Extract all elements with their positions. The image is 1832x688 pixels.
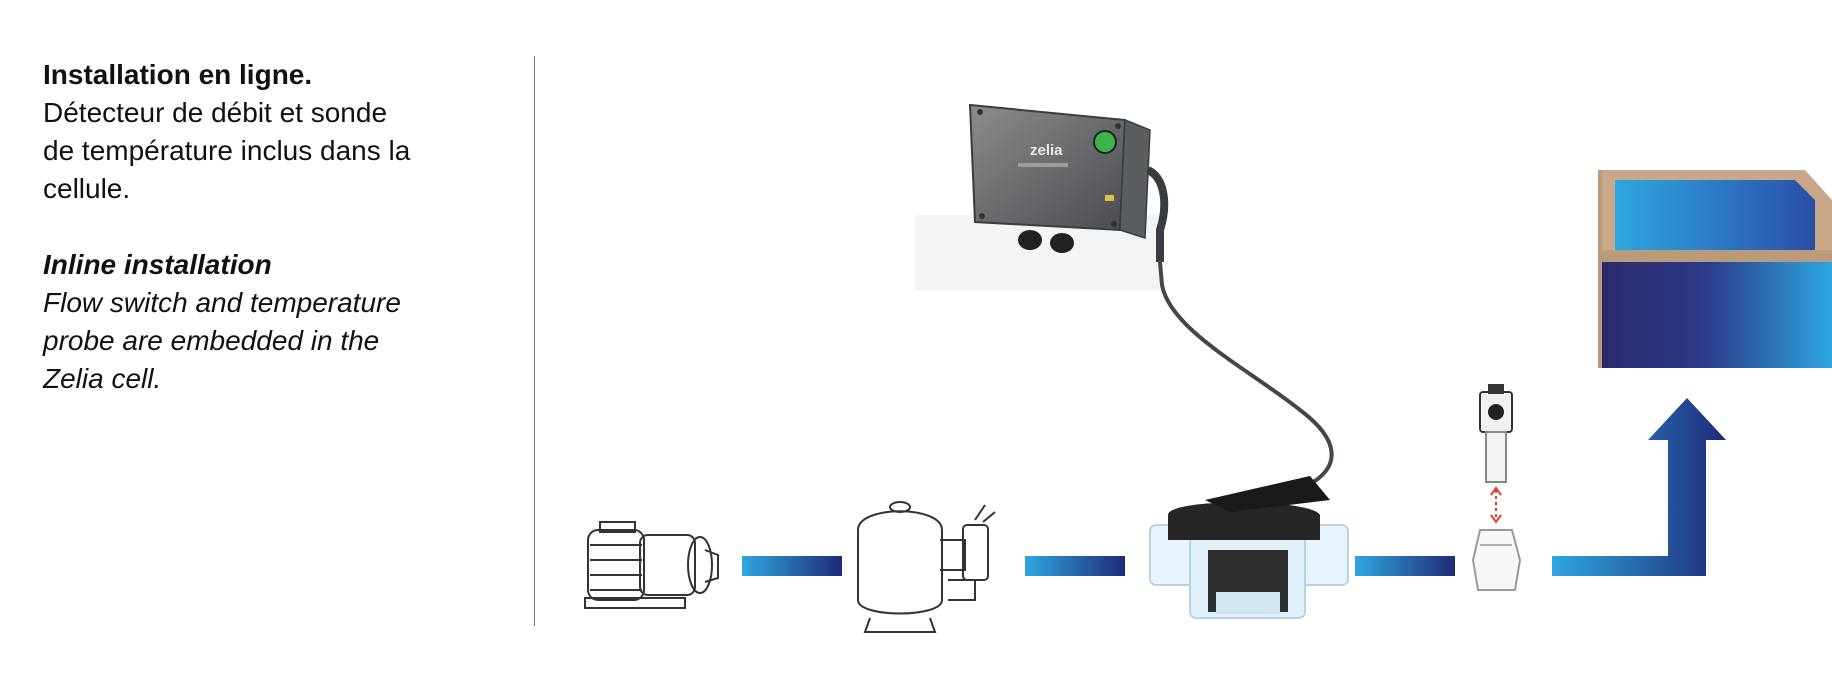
connection-cable bbox=[1158, 260, 1334, 514]
column-divider bbox=[534, 56, 535, 626]
control-box: zelia bbox=[915, 103, 1169, 290]
french-line-3: cellule. bbox=[43, 173, 131, 204]
flow-switch-icon bbox=[1471, 384, 1522, 591]
english-line-2: probe are embedded in the bbox=[43, 325, 380, 356]
power-indicator-icon bbox=[1093, 130, 1117, 154]
zelia-cell-icon bbox=[1149, 476, 1349, 619]
english-title: Inline installation bbox=[43, 249, 272, 280]
return-pipe-arrow bbox=[1552, 398, 1726, 576]
filter-icon bbox=[857, 501, 996, 633]
french-title: Installation en ligne. bbox=[43, 59, 313, 90]
pool-icon bbox=[1598, 170, 1832, 368]
english-line-1: Flow switch and temperature bbox=[43, 287, 401, 318]
description-text: Installation en ligne. Détecteur de débi… bbox=[43, 56, 483, 398]
controller-brand: zelia bbox=[1030, 142, 1063, 159]
french-line-1: Détecteur de débit et sonde bbox=[43, 97, 388, 128]
french-line-2: de température inclus dans la bbox=[43, 135, 411, 166]
english-line-3: Zelia cell. bbox=[43, 363, 162, 394]
pipe-segment-1 bbox=[742, 556, 842, 576]
pipe-segment-3 bbox=[1355, 556, 1455, 576]
pipe-segment-2 bbox=[1025, 556, 1125, 576]
pump-icon bbox=[584, 521, 719, 609]
english-block: Inline installation Flow switch and temp… bbox=[43, 246, 483, 398]
